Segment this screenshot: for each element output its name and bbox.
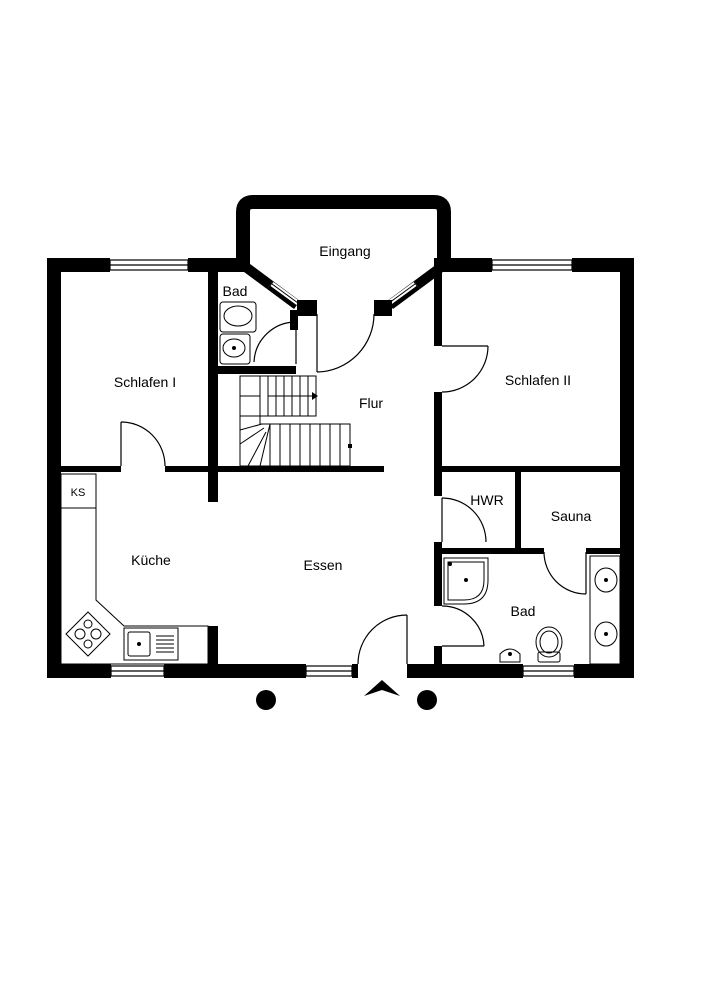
wash-basins [589, 555, 621, 665]
bad-small-fixtures [219, 301, 257, 365]
doors [120, 313, 587, 665]
wall-sauna-south-a [518, 548, 544, 554]
wall-bad-west [434, 542, 442, 606]
label-bad-small: Bad [223, 283, 248, 299]
staircase [239, 375, 351, 467]
entrance-window-right [387, 280, 420, 310]
label-bad-large: Bad [511, 603, 536, 619]
entrance-marker-right [417, 690, 437, 710]
wall-bottom-1 [47, 664, 111, 678]
exterior-walls [47, 258, 634, 678]
bidet-icon [499, 648, 521, 663]
label-eingang: Eingang [319, 243, 370, 259]
wall-sauna-south-b [586, 548, 622, 554]
wall-bottom-5 [574, 664, 634, 678]
label-hwr: HWR [470, 492, 503, 508]
label-flur: Flur [359, 395, 383, 411]
stove-icon [65, 611, 111, 657]
wall-stub-essen [208, 470, 218, 502]
wall-schlafen2-west-b [434, 392, 442, 496]
label-schlafen-2: Schlafen II [505, 372, 571, 388]
wall-schlafen2-south [440, 466, 622, 472]
wall-kueche-stub [208, 626, 218, 668]
label-kueche: Küche [131, 552, 171, 568]
entrance-arrow-icon [364, 680, 400, 696]
entrance-window-left [267, 280, 300, 310]
wall-hwr-sauna [515, 470, 521, 552]
wall-top-right-2 [572, 258, 634, 272]
stair-arrow-icon [312, 392, 318, 400]
wall-bad-small-south [216, 366, 296, 374]
label-sauna: Sauna [551, 508, 592, 524]
wall-bad-small-east [290, 310, 298, 330]
wall-schlafen1-east [208, 270, 218, 470]
interior-walls [61, 270, 622, 670]
entrance-jamb-right [374, 300, 392, 316]
wall-bad-west-b [434, 646, 442, 670]
toilet-icon [535, 626, 563, 663]
entrance-jamb-left [297, 300, 317, 316]
wall-top-left-2 [188, 258, 248, 272]
label-ks: KS [71, 487, 86, 499]
entrance-marker-left [256, 690, 276, 710]
stair-marker [348, 444, 352, 448]
label-essen: Essen [304, 557, 343, 573]
wall-top-left [47, 258, 110, 272]
wall-bottom-3 [352, 664, 358, 678]
shower-icon [443, 557, 489, 605]
entrance-bay-wall [236, 195, 451, 270]
wall-hwr-south [440, 548, 520, 554]
wall-bottom-4 [407, 664, 523, 678]
wall-right [620, 258, 634, 678]
kitchen-sink-icon [123, 627, 179, 661]
wall-stair-south [216, 466, 384, 472]
wall-schlafen1-south-b [165, 466, 210, 472]
wall-schlafen1-south-a [61, 466, 121, 472]
label-schlafen-1: Schlafen I [114, 374, 176, 390]
entrance-diag-right [414, 260, 447, 290]
windows [109, 259, 575, 677]
kitchen-counter [60, 473, 209, 665]
wall-bottom-2 [164, 664, 306, 678]
wall-left [47, 258, 61, 678]
wall-schlafen2-west-a [434, 270, 442, 346]
entrance-diag-left [240, 260, 273, 290]
